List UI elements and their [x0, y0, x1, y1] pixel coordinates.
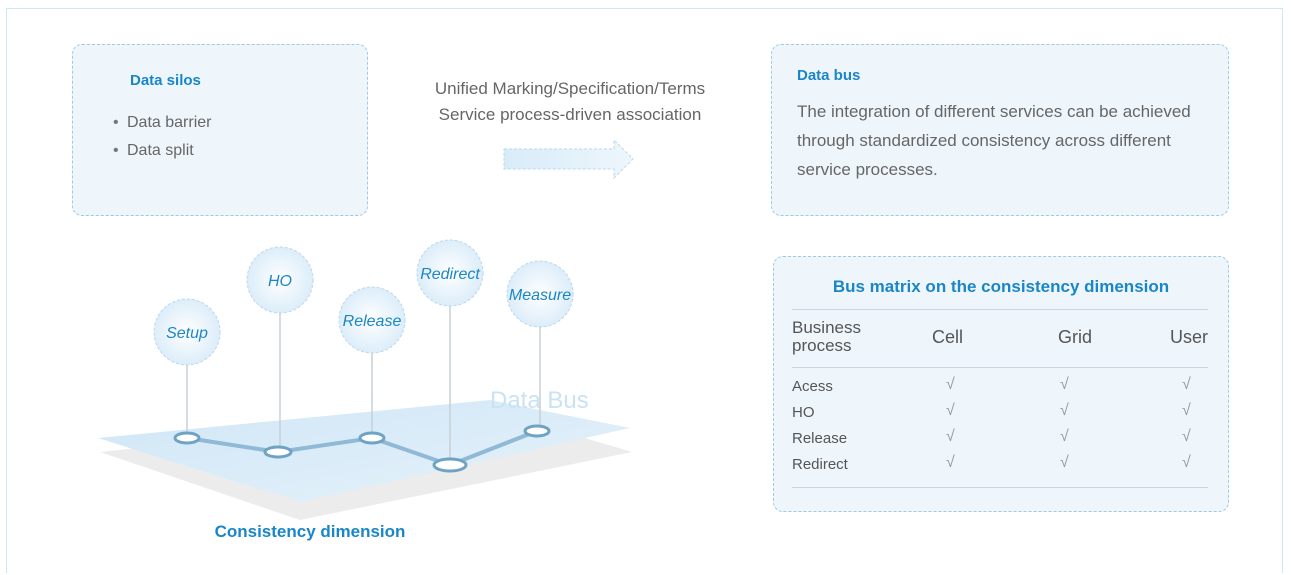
- row-label: Release: [792, 430, 848, 447]
- flow-caption: Unified Marking/Specification/Terms Serv…: [380, 76, 760, 128]
- outer-frame: [6, 8, 1283, 573]
- row-label: HO: [792, 404, 815, 421]
- node-measure: Measure: [506, 260, 574, 328]
- check-icon: √: [1060, 376, 1069, 393]
- check-icon: √: [946, 428, 955, 445]
- column-header-user: User: [1170, 327, 1209, 347]
- consistency-dimension-label: Consistency dimension: [214, 522, 406, 541]
- list-item: • Data barrier: [113, 109, 211, 137]
- check-icon: √: [1182, 402, 1191, 419]
- check-icon: √: [1060, 428, 1069, 445]
- table-row: Redirect √ √ √: [792, 453, 1208, 479]
- row-label: Acess: [792, 378, 833, 395]
- node-label-measure: Measure: [509, 287, 571, 304]
- table-row: Release √ √ √: [792, 427, 1208, 453]
- node-redirect: Redirect: [416, 239, 484, 307]
- data-bus-diagram: Data Bus Setup HO Release Redirect Measu…: [98, 239, 632, 520]
- node-setup: Setup: [153, 298, 221, 366]
- list-item: • Data split: [113, 137, 211, 165]
- matrix-header-row: Business process Cell Grid User: [792, 319, 1208, 361]
- node-label-release: Release: [343, 313, 402, 330]
- matrix-top-divider: [792, 309, 1208, 310]
- check-icon: √: [946, 454, 955, 471]
- data-silos-title: Data silos: [130, 72, 201, 89]
- node-label-ho: HO: [268, 273, 292, 290]
- list-item-label: Data split: [127, 142, 194, 159]
- data-silos-card: Data silos • Data barrier • Data split: [72, 44, 368, 216]
- bus-matrix-card: Bus matrix on the consistency dimension …: [773, 256, 1229, 512]
- check-icon: √: [1060, 454, 1069, 471]
- arrow-right-icon: [503, 139, 634, 179]
- check-icon: √: [946, 402, 955, 419]
- data-bus-title: Data bus: [797, 67, 861, 84]
- bullet-icon: •: [113, 142, 119, 159]
- bullet-icon: •: [113, 114, 119, 131]
- data-bus-card: Data bus The integration of different se…: [771, 44, 1229, 216]
- data-bus-plane: [98, 400, 630, 502]
- table-row: Acess √ √ √: [792, 375, 1208, 401]
- column-header-grid: Grid: [1058, 327, 1093, 347]
- node-label-setup: Setup: [166, 325, 208, 342]
- check-icon: √: [1182, 376, 1191, 393]
- matrix-header-divider: [792, 367, 1208, 368]
- check-icon: √: [1182, 454, 1191, 471]
- flow-line-1: Unified Marking/Specification/Terms: [434, 79, 706, 98]
- data-bus-description: The integration of different services ca…: [797, 102, 1191, 179]
- list-item-label: Data barrier: [127, 114, 212, 131]
- node-release: Release: [338, 286, 406, 354]
- check-icon: √: [1060, 402, 1069, 419]
- column-header-cell: Cell: [932, 327, 964, 347]
- check-icon: √: [946, 376, 955, 393]
- node-stems: [186, 306, 541, 464]
- node-label-redirect: Redirect: [420, 266, 480, 283]
- node-bases: [173, 424, 551, 473]
- check-icon: √: [1182, 428, 1191, 445]
- flow-line-2: Service process-driven association: [438, 105, 702, 124]
- node-ho: HO: [246, 246, 314, 314]
- bus-matrix-title: Bus matrix on the consistency dimension: [832, 277, 1170, 296]
- column-header-process: Business process: [792, 318, 861, 355]
- matrix-bottom-divider: [792, 487, 1208, 488]
- row-label: Redirect: [792, 456, 848, 473]
- data-silos-list: • Data barrier • Data split: [113, 109, 211, 165]
- table-row: HO √ √ √: [792, 401, 1208, 427]
